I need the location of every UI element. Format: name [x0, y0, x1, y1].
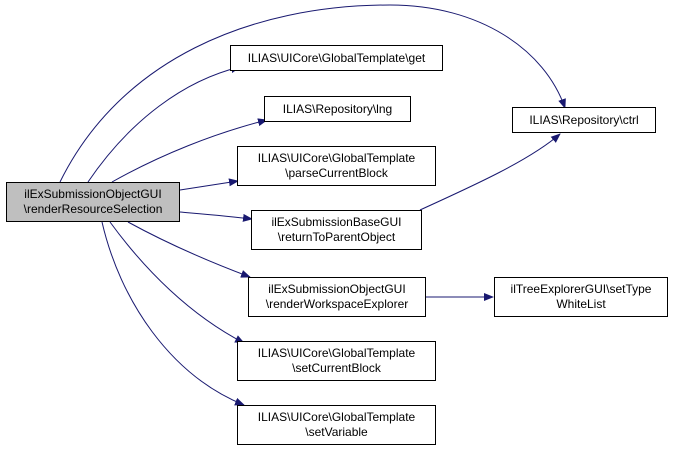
edge-root-to-returnparent [179, 211, 253, 222]
edge-root-to-get [87, 65, 241, 183]
node-label-line1: ilExSubmissionBaseGUI [271, 215, 402, 229]
edge-root-to-lng [111, 118, 268, 183]
node-label-line2: WhiteList [556, 297, 606, 311]
edge-returnparent-to-ctrl [419, 133, 561, 211]
node-label-line2: \returnToParentObject [277, 230, 396, 244]
node-render-resource-selection[interactable]: ilExSubmissionObjectGUI \renderResourceS… [6, 182, 180, 222]
node-globaltemplate-get[interactable]: ILIAS\UICore\GlobalTemplate\get [230, 45, 443, 71]
node-returntoparentobject[interactable]: ilExSubmissionBaseGUI \returnToParentObj… [251, 210, 422, 250]
node-label-line1: ilExSubmissionObjectGUI [24, 187, 162, 201]
node-label-line2: \setVariable [305, 425, 368, 439]
node-label-line1: ILIAS\UICore\GlobalTemplate\get [247, 50, 426, 65]
node-label-line2: \renderWorkspaceExplorer [265, 297, 409, 311]
node-treeexplorer-settypewhitelist[interactable]: ilTreeExplorerGUI\setType WhiteList [494, 277, 668, 317]
edge-root-to-parse [179, 178, 239, 191]
node-globaltemplate-setvariable[interactable]: ILIAS\UICore\GlobalTemplate \setVariable [237, 405, 436, 445]
node-repository-ctrl[interactable]: ILIAS\Repository\ctrl [512, 107, 656, 133]
node-globaltemplate-parsecurrentblock[interactable]: ILIAS\UICore\GlobalTemplate \parseCurren… [237, 146, 436, 186]
edge-root-to-ctrl [59, 4, 566, 183]
node-renderworkspaceexplorer[interactable]: ilExSubmissionObjectGUI \renderWorkspace… [248, 277, 426, 317]
edge-root-to-setvariable [101, 221, 245, 406]
node-label-line2: \renderResourceSelection [23, 202, 163, 216]
node-label-line1: ILIAS\UICore\GlobalTemplate [257, 410, 416, 424]
node-globaltemplate-setcurrentblock[interactable]: ILIAS\UICore\GlobalTemplate \setCurrentB… [237, 341, 436, 381]
node-label-line1: ILIAS\Repository\lng [282, 101, 393, 116]
edge-root-to-workspace [127, 221, 251, 278]
edge-root-to-setcurrent [109, 221, 245, 344]
node-label-line2: \parseCurrentBlock [285, 166, 388, 180]
node-label-line1: ilTreeExplorerGUI\setType [510, 282, 652, 296]
node-label-line2: \setCurrentBlock [292, 361, 381, 375]
node-label-line1: ilExSubmissionObjectGUI [268, 282, 406, 296]
node-label-line1: ILIAS\UICore\GlobalTemplate [257, 346, 416, 360]
node-label-line1: ILIAS\Repository\ctrl [529, 112, 639, 127]
node-label-line1: ILIAS\UICore\GlobalTemplate [257, 151, 416, 165]
node-repository-lng[interactable]: ILIAS\Repository\lng [264, 96, 411, 122]
